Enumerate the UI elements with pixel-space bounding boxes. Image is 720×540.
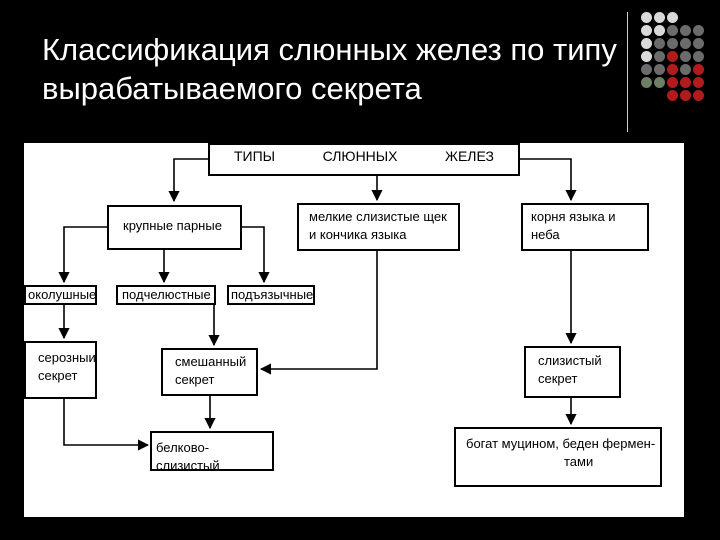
- slide-title: Классификация слюнных желез по типу выра…: [42, 32, 617, 106]
- decor-dot: [693, 51, 704, 62]
- decor-dot: [667, 12, 678, 23]
- decor-dot: [641, 38, 652, 49]
- decor-dot: [680, 77, 691, 88]
- tongue-palate-label: корня языка и неба: [531, 209, 616, 242]
- serous-box: серозныи секрет: [24, 341, 97, 399]
- decor-dot: [680, 90, 691, 101]
- arrow-small-mucous-to-mixed: [259, 251, 378, 375]
- submandibular-box: подчелюстные: [116, 285, 216, 305]
- header-types-box: ТИПЫ СЛЮННЫХ ЖЕЛЕЗ: [208, 143, 520, 176]
- serous-line1: серозныи: [38, 350, 96, 365]
- small-mucous-line1: мелкие слизистые щек: [309, 209, 447, 224]
- diagram-panel: ТИПЫ СЛЮННЫХ ЖЕЛЕЗ крупные парные мелкие…: [24, 143, 684, 517]
- large-paired-label: крупные парные: [123, 218, 222, 233]
- header-word-types: ТИПЫ: [234, 148, 276, 164]
- decor-dot: [654, 25, 665, 36]
- decor-dot: [680, 51, 691, 62]
- mucous-box: слизистый секрет: [524, 346, 621, 398]
- mucous-line1: слизистый: [538, 353, 602, 368]
- submandibular-label: подчелюстные: [122, 287, 211, 302]
- tongue-palate-box: корня языка и неба: [521, 203, 649, 251]
- decor-dot: [667, 51, 678, 62]
- decorative-dot-grid: [641, 12, 719, 112]
- decor-dot: [654, 64, 665, 75]
- decor-dot: [641, 25, 652, 36]
- arrow-to-sublingual: [242, 226, 270, 284]
- decor-dot: [667, 25, 678, 36]
- rich-mucin-box: богат муцином, беден фермен- тами: [454, 427, 662, 487]
- mixed-box: смешанный секрет: [161, 348, 258, 396]
- decor-dot: [693, 38, 704, 49]
- mixed-line2: секрет: [175, 372, 215, 387]
- sublingual-box: подъязычные: [227, 285, 315, 305]
- arrow-to-tongue-palate: [520, 158, 577, 202]
- rich-mucin-line2: тами: [564, 454, 594, 469]
- large-paired-box: крупные парные: [107, 205, 242, 250]
- rich-mucin-line1: богат муцином, беден фермен-: [466, 436, 656, 451]
- decor-dot: [680, 38, 691, 49]
- decor-dot: [693, 25, 704, 36]
- decor-dot: [693, 90, 704, 101]
- parotid-box: околушные: [24, 285, 97, 305]
- decor-dot: [693, 77, 704, 88]
- decor-dot: [680, 25, 691, 36]
- title-divider-line: [627, 12, 628, 132]
- arrow-serous-to-protein-mucous: [63, 399, 150, 451]
- arrow-to-parotid: [58, 226, 107, 284]
- header-word-salivary: СЛЮННЫХ: [322, 148, 398, 164]
- decor-dot: [680, 64, 691, 75]
- mixed-line1: смешанный: [175, 354, 247, 369]
- decor-dot: [654, 77, 665, 88]
- decor-dot: [641, 51, 652, 62]
- arrow-to-large-paired: [168, 158, 208, 203]
- decor-dot: [667, 38, 678, 49]
- parotid-label: околушные: [28, 287, 97, 302]
- decor-dot: [654, 38, 665, 49]
- decor-dot: [641, 77, 652, 88]
- protein-mucous-box: белково-слизистый: [150, 431, 274, 473]
- decor-dot: [667, 90, 678, 101]
- small-mucous-box: мелкие слизистые щек и кончика языка: [297, 203, 460, 251]
- decor-dot: [641, 64, 652, 75]
- sublingual-label: подъязычные: [231, 287, 314, 302]
- decor-dot: [693, 64, 704, 75]
- small-mucous-line2: и кончика языка: [309, 227, 407, 242]
- decor-dot: [667, 77, 678, 88]
- decor-dot: [654, 51, 665, 62]
- protein-mucous-label: белково-слизистый: [156, 440, 220, 473]
- serous-line2: секрет: [38, 368, 78, 383]
- decor-dot: [654, 12, 665, 23]
- mucous-line2: секрет: [538, 371, 578, 386]
- decor-dot: [667, 64, 678, 75]
- connector-lines: [58, 158, 577, 451]
- header-word-glands: ЖЕЛЕЗ: [445, 148, 494, 164]
- decor-dot: [641, 12, 652, 23]
